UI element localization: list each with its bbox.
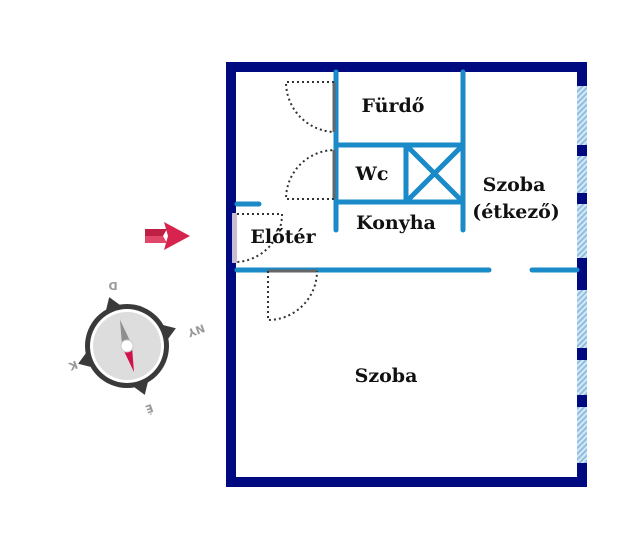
windows bbox=[577, 86, 587, 463]
top-wall bbox=[226, 62, 587, 72]
doors bbox=[232, 81, 336, 322]
room-label-wc: Wc bbox=[355, 163, 389, 185]
room-label-konyha: Konyha bbox=[356, 212, 436, 234]
compass-label-right: NY bbox=[185, 321, 207, 339]
shaft-cross bbox=[403, 142, 466, 205]
door-arc bbox=[284, 149, 335, 200]
left-wall bbox=[226, 62, 236, 487]
entrance-door bbox=[232, 213, 237, 263]
compass-label-left: K bbox=[67, 358, 80, 373]
window bbox=[577, 360, 587, 395]
compass-label-top: D bbox=[108, 279, 117, 292]
window bbox=[577, 86, 587, 145]
room-label-furdo: Fürdő bbox=[362, 95, 425, 117]
compass-label-bottom: É bbox=[143, 401, 155, 416]
window bbox=[577, 290, 587, 348]
entrance-arrow-icon bbox=[145, 222, 190, 250]
door-arc bbox=[284, 81, 335, 133]
room-label-szoba: Szoba bbox=[355, 365, 418, 387]
compass-icon bbox=[78, 297, 176, 395]
room-label-eloter: Előtér bbox=[250, 226, 316, 248]
room-label-szoba-etkezo-line1: Szoba bbox=[483, 174, 546, 196]
outer-walls bbox=[226, 62, 587, 487]
window bbox=[577, 407, 587, 463]
window bbox=[577, 156, 587, 193]
door-arc bbox=[267, 270, 318, 322]
bottom-wall bbox=[226, 477, 587, 487]
room-label-szoba-etkezo-line2: (étkező) bbox=[472, 201, 560, 223]
window bbox=[577, 204, 587, 258]
